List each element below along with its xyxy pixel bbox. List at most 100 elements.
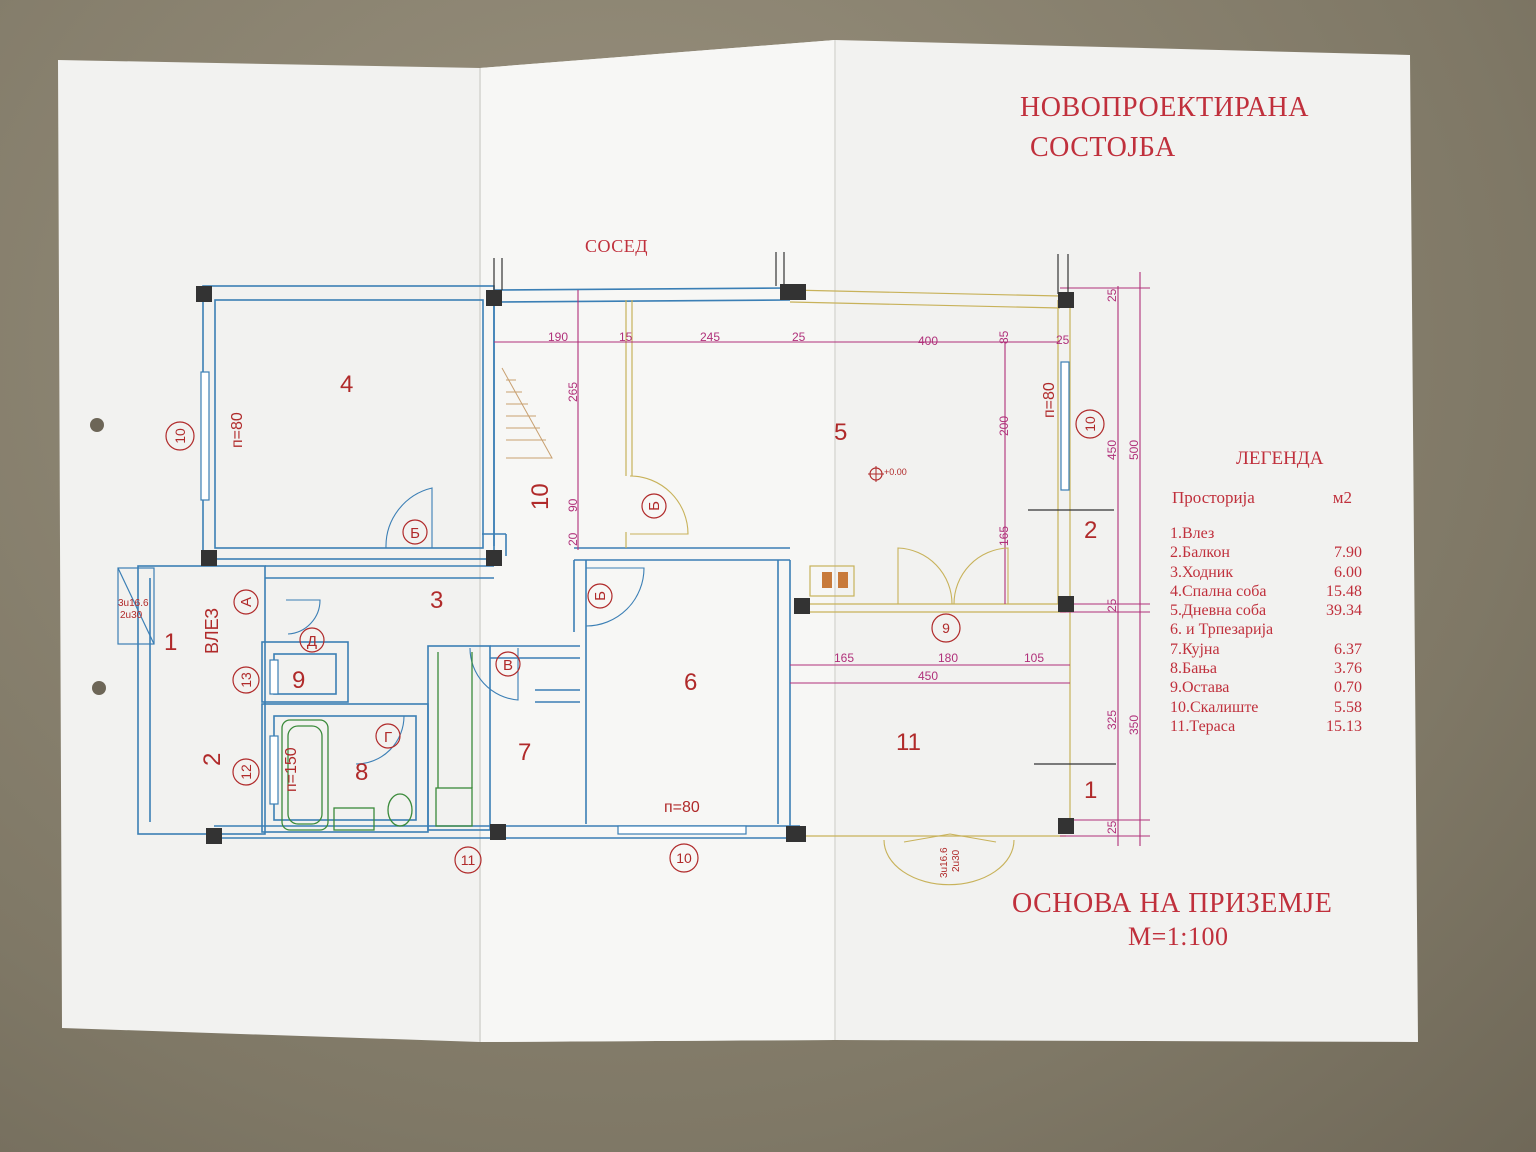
dim-v-4: 200 bbox=[997, 416, 1011, 436]
dim-r-7: 350 bbox=[1127, 715, 1141, 735]
legend-item: 7.Кујна 6.37 bbox=[1170, 640, 1370, 659]
legend-list: 1.Влез 2.Балкон 7.90 3.Ходник 6.00 4.Спалн… bbox=[1170, 524, 1370, 736]
level-marker: +0.00 bbox=[868, 466, 907, 482]
legend-item-value: 6.37 bbox=[1334, 640, 1362, 658]
dim-r-5: 25 bbox=[1105, 820, 1119, 834]
room-numbers: 4 5 3 1 9 6 7 8 11 2 1 10 2 ВЛЕЗ bbox=[164, 371, 1097, 804]
door-tag-b2: Б bbox=[646, 501, 663, 511]
legend-item-label: 11.Тераса bbox=[1170, 717, 1236, 735]
room-2b: 2 bbox=[1084, 517, 1097, 544]
entrance-label: ВЛЕЗ bbox=[202, 608, 222, 654]
room-2: 2 bbox=[199, 753, 226, 766]
stair-note-1b: 2u30 bbox=[120, 610, 143, 621]
dimension-values: 190 15 245 25 400 25 165 180 105 450 265… bbox=[548, 288, 1141, 834]
room-6: 6 bbox=[684, 669, 697, 696]
legend-item-label: 6. и Трпезарија bbox=[1170, 621, 1274, 639]
room-4: 4 bbox=[340, 371, 353, 398]
room-1b: 1 bbox=[1084, 777, 1097, 804]
legend-item-value: 15.13 bbox=[1326, 717, 1362, 735]
dim-top-4: 25 bbox=[792, 330, 806, 344]
legend-item-label: 1.Влез bbox=[1170, 525, 1215, 542]
legend-item: 9.Остава 0.70 bbox=[1170, 678, 1370, 697]
legend-item-value: 0.70 bbox=[1334, 679, 1362, 697]
door-tag-b3: Б bbox=[592, 591, 609, 601]
window-tag-10b: 10 bbox=[1082, 416, 1098, 432]
legend-item-value: 15.48 bbox=[1326, 582, 1362, 600]
room-5: 5 bbox=[834, 419, 847, 446]
window-tag-numbers: 10 10 10 13 12 11 9 bbox=[172, 416, 1098, 868]
window-tag-11: 11 bbox=[461, 852, 476, 868]
legend-item: 8.Бања 3.76 bbox=[1170, 659, 1370, 678]
legend-item-label: 4.Спална соба bbox=[1170, 582, 1267, 600]
dim-top-1: 190 bbox=[548, 330, 568, 344]
room-10: 10 bbox=[527, 483, 554, 510]
dim-v-2: 90 bbox=[566, 498, 580, 512]
window-tag-13: 13 bbox=[238, 672, 254, 688]
balcony-lines bbox=[493, 252, 1116, 765]
page-title-line2: СОСТОЈБА bbox=[1030, 132, 1176, 163]
dim-mid-1: 165 bbox=[834, 651, 854, 665]
window-tag-9: 9 bbox=[942, 620, 950, 636]
legend-item: 11.Тераса 15.13 bbox=[1170, 717, 1370, 736]
dim-r-4: 325 bbox=[1105, 710, 1119, 730]
room-8: 8 bbox=[355, 759, 368, 786]
bathroom-fixtures bbox=[281, 652, 473, 831]
legend-item-label: 2.Балкон bbox=[1170, 544, 1230, 562]
door-tag-letters: Б Б Б А В Г Д bbox=[238, 501, 663, 746]
dim-v-1: 265 bbox=[566, 382, 580, 402]
plan-title: ОСНОВА НА ПРИЗЕМЈЕ bbox=[1012, 888, 1333, 919]
dim-v-5: 165 bbox=[997, 526, 1011, 546]
door-tag-a: А bbox=[238, 597, 255, 607]
dim-v-3: 20 bbox=[566, 532, 580, 546]
note-n4: п=150 bbox=[283, 747, 300, 792]
dim-top-6: 85 bbox=[997, 330, 1011, 344]
room-1: 1 bbox=[164, 629, 177, 656]
room-9: 9 bbox=[292, 667, 305, 694]
windows bbox=[200, 361, 1070, 835]
room-7: 7 bbox=[518, 739, 531, 766]
window-tag-10c: 10 bbox=[676, 850, 692, 866]
door-tag-d: Д bbox=[307, 633, 317, 650]
note-n1: п=80 bbox=[229, 412, 246, 448]
legend-col-area: м2 bbox=[1332, 488, 1352, 507]
dimension-lines bbox=[494, 272, 1150, 846]
door-tag-v: В bbox=[503, 657, 513, 674]
dim-top-5: 400 bbox=[918, 334, 938, 348]
note-n2: п=80 bbox=[1041, 382, 1058, 418]
legend-item-value: 6.00 bbox=[1334, 563, 1362, 581]
dim-r-2: 450 bbox=[1105, 440, 1119, 460]
room-11: 11 bbox=[896, 729, 921, 756]
columns bbox=[196, 284, 1074, 844]
dim-mid-3: 105 bbox=[1024, 651, 1044, 665]
dim-r-3: 25 bbox=[1105, 598, 1119, 612]
window-notes: п=80 п=80 п=80 п=150 bbox=[229, 382, 1058, 816]
legend-item-label: 3.Ходник bbox=[1170, 563, 1234, 581]
legend-item-value: 3.76 bbox=[1334, 660, 1362, 678]
stair-note-2a: 3u16.6 bbox=[939, 847, 950, 878]
legend-item-label: 5.Дневна соба bbox=[1170, 602, 1267, 620]
living-area-outline bbox=[625, 289, 1071, 837]
legend-item: 1.Влез bbox=[1170, 524, 1370, 543]
legend-item-label: 8.Бања bbox=[1170, 660, 1217, 678]
legend-item-label: 9.Остава bbox=[1170, 679, 1230, 697]
legend-item-value: 7.90 bbox=[1334, 544, 1362, 562]
stairs bbox=[501, 367, 553, 459]
stair-entrance bbox=[117, 567, 155, 645]
legend-item-value: 39.34 bbox=[1326, 602, 1362, 620]
legend-item-label: 7.Кујна bbox=[1170, 640, 1220, 658]
door-tag-b1: Б bbox=[410, 525, 420, 542]
door-tag-circles bbox=[233, 493, 667, 749]
legend-item: 3.Ходник 6.00 bbox=[1170, 563, 1370, 582]
legend-title: ЛЕГЕНДА bbox=[1236, 448, 1324, 469]
neighbor-label: СОСЕД bbox=[585, 236, 649, 256]
paper-fold-center bbox=[480, 40, 835, 1042]
note-n3: п=80 bbox=[664, 799, 700, 816]
dim-top-7: 25 bbox=[1056, 333, 1070, 347]
room-3: 3 bbox=[430, 587, 443, 614]
legend-item-value: 5.58 bbox=[1334, 698, 1362, 716]
legend-item: 5.Дневна соба 39.34 bbox=[1170, 601, 1370, 620]
dim-mid-2: 180 bbox=[938, 651, 958, 665]
walls bbox=[137, 285, 800, 839]
